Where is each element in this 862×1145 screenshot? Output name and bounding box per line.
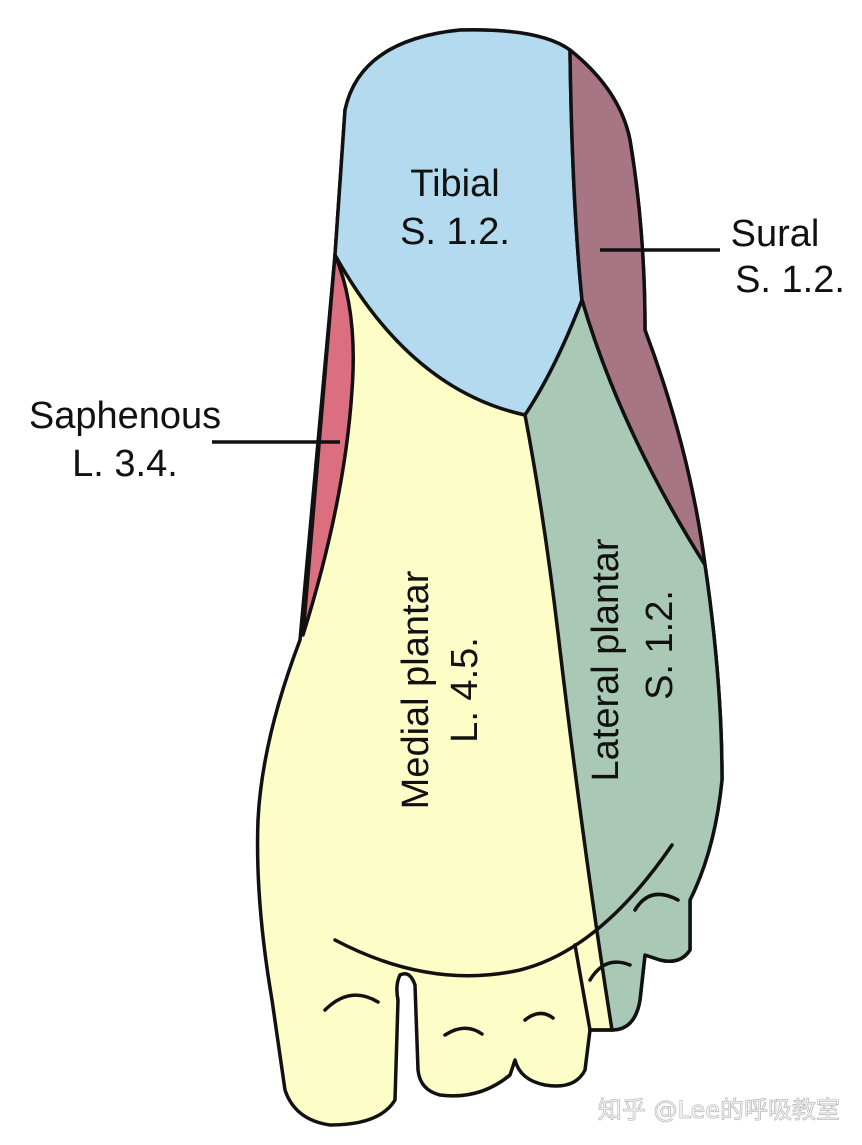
medial-plantar-label: Medial plantar: [395, 570, 437, 809]
lateral-plantar-label: Lateral plantar: [585, 538, 627, 781]
watermark: 知乎 @Lee的呼吸教室: [598, 1096, 840, 1124]
sural-label: Sural: [731, 213, 820, 255]
toe-creases: [323, 843, 680, 1037]
region-lateral-plantar: [523, 298, 724, 1032]
region-sural: [568, 48, 707, 567]
tibial-segment: S. 1.2.: [400, 211, 510, 253]
tibial-label: Tibial: [410, 163, 499, 205]
lateral-plantar-segment: S. 1.2.: [639, 590, 681, 700]
saphenous-segment: L. 3.4.: [72, 443, 178, 485]
sural-segment: S. 1.2.: [735, 259, 845, 301]
medial-plantar-segment: L. 4.5.: [444, 637, 486, 743]
saphenous-label: Saphenous: [29, 395, 221, 437]
region-saphenous: [301, 253, 355, 637]
